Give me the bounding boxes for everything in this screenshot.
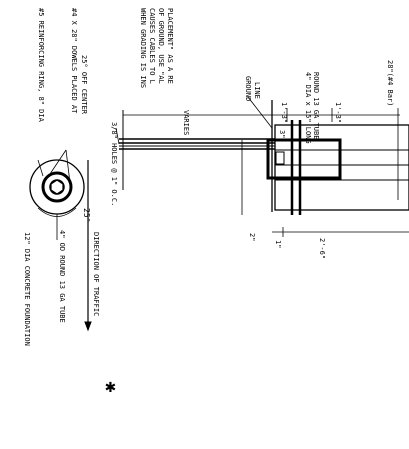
tube-note-1: 4" DIA x 15" LONG — [304, 72, 312, 144]
grading-note-1: WHEN GRADING IS INS — [139, 8, 147, 88]
steel-tube — [266, 138, 342, 180]
angle-label: 25° — [82, 208, 91, 222]
reinforcing-ring-label: #5 REINFORCING RING, 8" DIA — [37, 8, 45, 123]
tube-cap — [275, 151, 285, 165]
dim-small-label: 3" — [278, 130, 286, 138]
direction-traffic-label: DIRECTION OF TRAFFIC — [92, 232, 100, 316]
grading-note-2: CAUSES CABLES TO L — [148, 8, 156, 84]
traffic-arrow-head — [84, 321, 92, 332]
holes-label: 3/8" HOLES @ 1" O.C. — [110, 122, 118, 206]
ground-leader — [247, 96, 273, 129]
tube-note-2: ROUND 13 GA TUBE — [312, 72, 320, 139]
tube-circle — [49, 179, 65, 195]
dim-mid-label: 2" — [248, 233, 256, 241]
foundation-section-view — [115, 96, 409, 237]
dim-low-label: 1" — [274, 240, 282, 248]
dowels-label-1: #4 X 28" DOWELS PLACED AT — [70, 8, 78, 114]
leader-dowel-2 — [65, 149, 71, 184]
ground-label-2: LINE — [253, 82, 261, 99]
reinforcing-ring — [41, 171, 73, 203]
grading-note-3: OF GROUND, USE "AL — [157, 8, 165, 84]
hex-tube — [50, 179, 64, 195]
foundation-label: 12" DIA CONCRETE FOUNDATION — [23, 232, 31, 346]
grading-note-4: PLACEMENT" AS A RE — [166, 8, 174, 84]
foundation-block — [274, 124, 409, 211]
dim-top-right-label: 1'-3" — [334, 102, 342, 123]
dim-top-left-label: 1'-3" — [280, 102, 288, 123]
dowels-label-2: 25° OFF CENTER — [80, 55, 88, 115]
leader-dowel-1 — [49, 149, 67, 175]
varies-label: VARIES — [182, 110, 190, 135]
foundation-plan-view — [29, 149, 92, 332]
asterisk-mark: ✱ — [105, 376, 116, 397]
dim-bottom-label: 2'-6" — [318, 238, 326, 259]
leader-ring — [37, 159, 44, 177]
ground-label-1: GROUND — [244, 76, 252, 101]
dim-right-label: 28"(#4 Bar) — [386, 60, 394, 106]
foundation-outline — [29, 159, 85, 215]
holes-leader — [115, 127, 120, 145]
round-tube-label: 4" OD ROUND 13 GA TUBE — [58, 230, 66, 323]
